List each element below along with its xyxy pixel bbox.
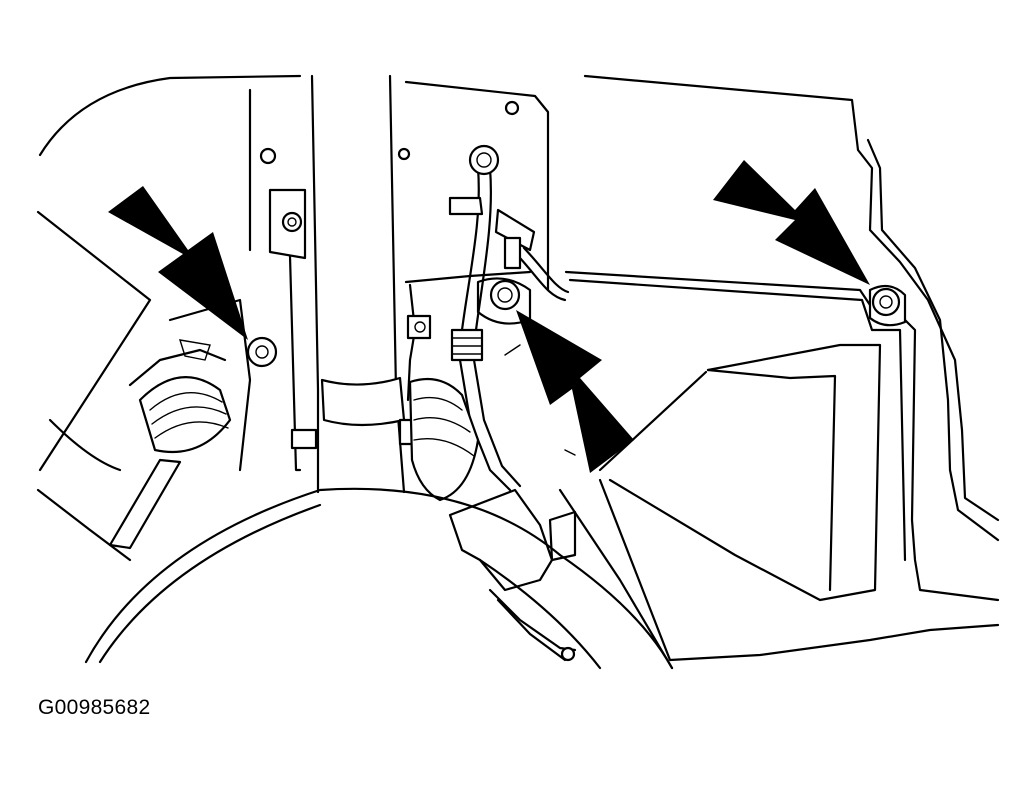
bracket-hole	[397, 147, 411, 161]
cv-boot	[138, 376, 232, 454]
strut-assembly	[268, 74, 432, 494]
hose-clip	[448, 196, 484, 216]
bracket-hole	[504, 100, 520, 116]
drive-axle	[36, 210, 232, 562]
upper-bracket-plate	[38, 74, 550, 292]
callout-arrows	[108, 160, 870, 473]
brake-rotor	[84, 487, 674, 670]
bracket-bolt	[281, 211, 303, 233]
detail-marks	[178, 339, 576, 456]
inner-cv-boot	[408, 377, 480, 502]
arrow-center-icon	[516, 310, 634, 473]
sensor-mount	[406, 314, 432, 340]
strut-bolt	[290, 428, 318, 450]
inner-fender-panel	[558, 74, 1000, 670]
bracket-hole	[259, 147, 277, 165]
figure-id-label: G00985682	[38, 696, 151, 719]
brake-hose	[448, 144, 570, 492]
right-mounting-nut	[868, 284, 907, 327]
arrow-left-icon	[108, 186, 248, 340]
left-mounting-bolt	[168, 298, 278, 472]
steering-knuckle	[448, 488, 577, 662]
arrow-right-icon	[713, 160, 870, 285]
